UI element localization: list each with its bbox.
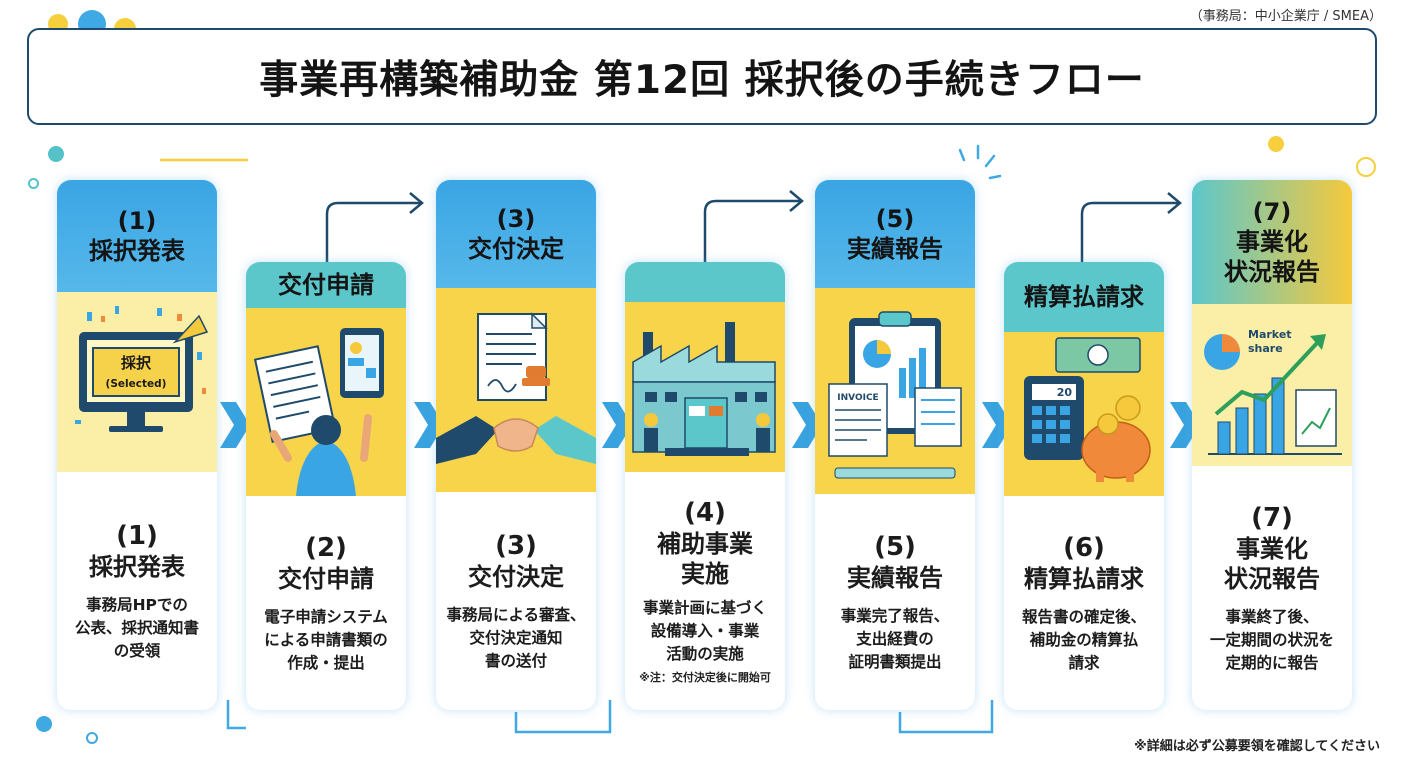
growth-chart-icon: Market share bbox=[1204, 328, 1342, 455]
step-header-number: (3) bbox=[496, 205, 536, 233]
step-illustration: Market share bbox=[1192, 304, 1352, 466]
step-description: 電子申請システム による申請書類の 作成・提出 bbox=[264, 607, 388, 672]
announcement-monitor-icon: 採択 (Selected) bbox=[75, 306, 209, 432]
step-title: 事業化 状況報告 bbox=[1224, 534, 1320, 593]
step-header-number: (7) bbox=[1252, 198, 1292, 226]
page-title: 事業再構築補助金 第12回 採択後の手続きフロー bbox=[259, 57, 1145, 103]
step-title: 交付決定 bbox=[468, 562, 564, 591]
report-invoice-icon: INVOICE bbox=[828, 311, 962, 479]
chevron-arrow-icon bbox=[602, 402, 632, 448]
step-header-title: 交付決定 bbox=[468, 235, 564, 263]
step-body: (4) 補助事業 実施 事業計画に基づく 設備導入・事業 活動の実施 ※注：交付… bbox=[625, 472, 785, 710]
step-header: (7) 事業化 状況報告 bbox=[1192, 180, 1352, 304]
step-number: (5) bbox=[874, 531, 916, 562]
step-header-title: 実績報告 bbox=[847, 235, 943, 263]
step-card-7: (7) 事業化 状況報告 Market share (7) 事業化 状況報告 事… bbox=[1192, 180, 1352, 710]
step-title: 補助事業 実施 bbox=[657, 529, 753, 588]
chevron-arrow-icon bbox=[792, 402, 822, 448]
step-body: (1) 採択発表 事務局HPでの 公表、採択通知書 の受領 bbox=[57, 472, 217, 710]
step-body: (7) 事業化 状況報告 事業終了後、 一定期間の状況を 定期的に報告 bbox=[1192, 466, 1352, 710]
decor-dot bbox=[1268, 136, 1284, 152]
step-illustration: 採択 (Selected) bbox=[57, 292, 217, 472]
step-title: 実績報告 bbox=[847, 563, 943, 592]
decor-dot bbox=[1356, 157, 1376, 177]
step-header: 交付申請 bbox=[246, 262, 406, 308]
step-body: (6) 精算払請求 報告書の確定後、 補助金の精算払 請求 bbox=[1004, 496, 1164, 710]
step-header-number: (1) bbox=[117, 207, 157, 235]
screen-text: 採択 bbox=[121, 354, 152, 372]
connector-arrowhead bbox=[409, 192, 424, 214]
application-documents-icon bbox=[253, 328, 384, 496]
connector-arrowhead bbox=[1167, 192, 1182, 214]
step-illustration bbox=[625, 302, 785, 472]
step-header-title: 精算払請求 bbox=[1024, 283, 1144, 311]
step-card-5: (5) 実績報告 INVOICE (5) 実績報告 事業完了報告、 支出経費の … bbox=[815, 180, 975, 710]
chevron-arrow-icon bbox=[220, 402, 250, 448]
step-number: (4) bbox=[684, 497, 726, 528]
step-header bbox=[625, 262, 785, 302]
step-header-title: 採択発表 bbox=[89, 237, 185, 265]
step-description: 事業計画に基づく 設備導入・事業 活動の実施 bbox=[642, 598, 767, 663]
calculator-piggybank-icon: 20 bbox=[1024, 337, 1151, 482]
calculator-display: 20 bbox=[1057, 386, 1073, 399]
invoice-label: INVOICE bbox=[837, 393, 878, 403]
title-box: 事業再構築補助金 第12回 採択後の手続きフロー bbox=[27, 28, 1377, 125]
footnote: ※詳細は必ず公募要領を確認してください bbox=[1134, 739, 1380, 754]
connector-arrow-6-7 bbox=[1080, 201, 1178, 262]
step-description: 事務局による審査、 交付決定通知 書の送付 bbox=[446, 605, 586, 670]
step-number: (2) bbox=[305, 532, 347, 563]
decor-dot bbox=[28, 178, 39, 189]
decor-dot bbox=[36, 716, 52, 732]
step-note: ※注：交付決定後に開始可 bbox=[639, 670, 771, 684]
step-card-6: 精算払請求 20 (6) 精算払請求 報告書の確定後、 補助金の精算払 請求 bbox=[1004, 262, 1164, 710]
step-number: (3) bbox=[495, 530, 537, 561]
step-card-3: (3) 交付決定 (3) 交付決定 事務局による審査、 交付決定通知 書の送付 bbox=[436, 180, 596, 710]
chart-text-line1: Market bbox=[1248, 328, 1292, 341]
step-header-title: 事業化 状況報告 bbox=[1224, 228, 1320, 286]
step-description: 事業終了後、 一定期間の状況を 定期的に報告 bbox=[1209, 607, 1334, 672]
step-illustration bbox=[246, 308, 406, 496]
step-card-4: (4) 補助事業 実施 事業計画に基づく 設備導入・事業 活動の実施 ※注：交付… bbox=[625, 262, 785, 710]
step-description: 事業完了報告、 支出経費の 証明書類提出 bbox=[840, 606, 950, 671]
step-body: (5) 実績報告 事業完了報告、 支出経費の 証明書類提出 bbox=[815, 494, 975, 710]
step-header: (3) 交付決定 bbox=[436, 180, 596, 288]
step-title: 精算払請求 bbox=[1024, 564, 1144, 593]
sparkle-lines bbox=[958, 144, 1002, 180]
chart-text-line2: share bbox=[1248, 342, 1283, 355]
step-description: 事務局HPでの 公表、採択通知書 の受領 bbox=[74, 595, 199, 660]
source-note: （事務局：中小企業庁 / SMEA） bbox=[1189, 9, 1382, 24]
handshake-contract-icon bbox=[436, 312, 596, 464]
step-number: (6) bbox=[1063, 532, 1105, 563]
step-description: 報告書の確定後、 補助金の精算払 請求 bbox=[1021, 607, 1146, 672]
step-card-1: (1) 採択発表 採択 (Selected) (1) 採択発表 事務局HPでの … bbox=[57, 180, 217, 710]
connector-arrow-4-5 bbox=[703, 199, 800, 262]
decor-dot bbox=[48, 146, 64, 162]
screen-subtext: (Selected) bbox=[106, 378, 167, 390]
factory-workers-icon bbox=[632, 322, 776, 456]
step-header-title: 交付申請 bbox=[278, 271, 374, 299]
step-card-2: 交付申請 (2) 交付申請 電子申請システム による申請書類の 作成・提出 bbox=[246, 262, 406, 710]
connector-arrowhead bbox=[789, 190, 804, 212]
step-header: 精算払請求 bbox=[1004, 262, 1164, 332]
step-header-number: (5) bbox=[875, 205, 915, 233]
connector-line bbox=[514, 700, 612, 734]
step-body: (3) 交付決定 事務局による審査、 交付決定通知 書の送付 bbox=[436, 492, 596, 710]
step-illustration: INVOICE bbox=[815, 288, 975, 494]
connector-line bbox=[898, 700, 994, 734]
step-header: (1) 採択発表 bbox=[57, 180, 217, 292]
step-title: 交付申請 bbox=[278, 564, 374, 593]
connector-line bbox=[226, 700, 246, 730]
step-header: (5) 実績報告 bbox=[815, 180, 975, 288]
step-number: (1) bbox=[116, 520, 158, 551]
step-illustration: 20 bbox=[1004, 332, 1164, 496]
decor-dot bbox=[86, 732, 98, 744]
connector-arrow-2-3 bbox=[325, 201, 420, 262]
step-title: 採択発表 bbox=[89, 552, 185, 581]
step-number: (7) bbox=[1251, 502, 1293, 533]
step-illustration bbox=[436, 288, 596, 492]
step-body: (2) 交付申請 電子申請システム による申請書類の 作成・提出 bbox=[246, 496, 406, 710]
